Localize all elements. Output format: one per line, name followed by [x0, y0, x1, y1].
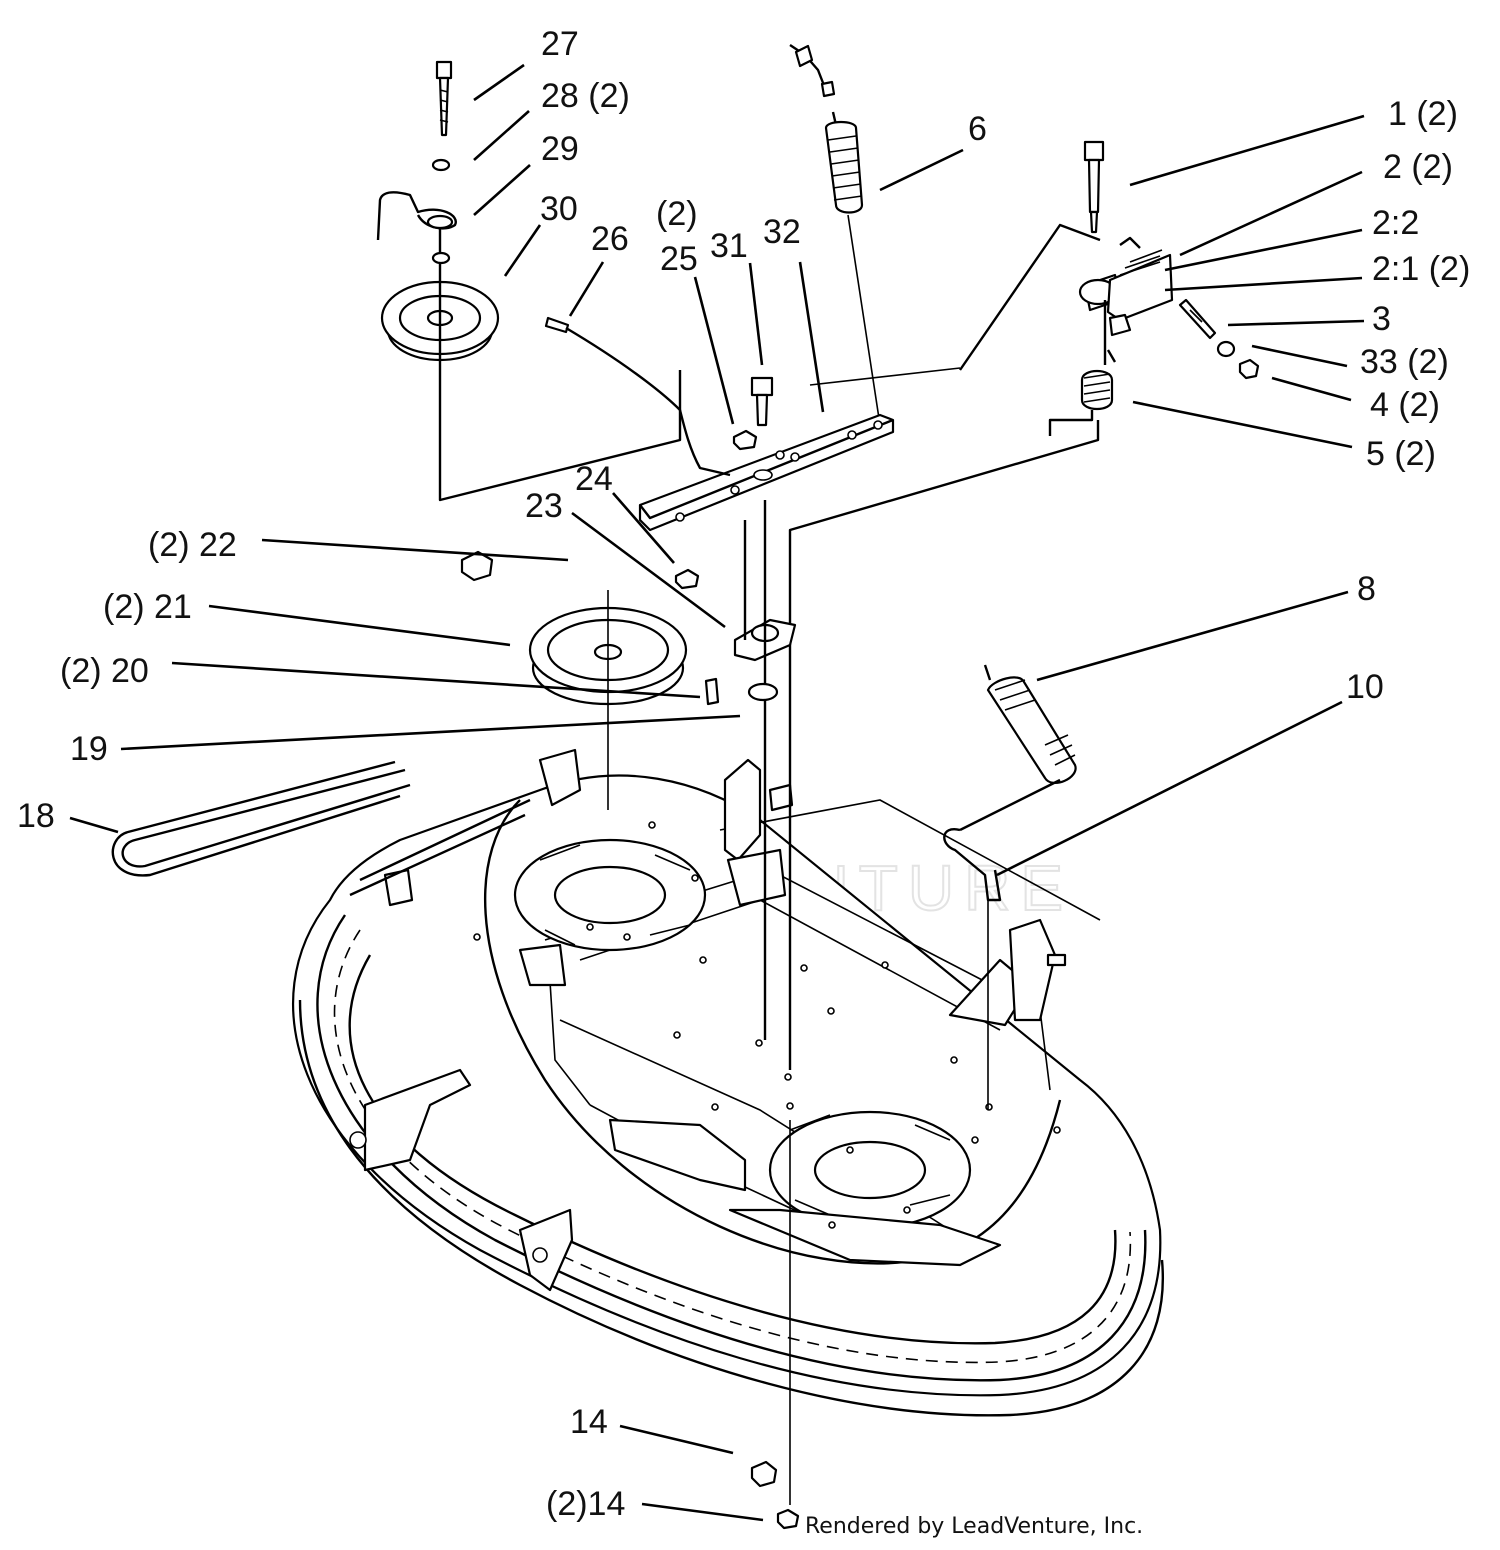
callout-5: 5 (2)	[1366, 435, 1436, 473]
callout-27: 27	[541, 25, 579, 63]
callout-3: 3	[1372, 300, 1391, 338]
callout-2-2: 2:2	[1372, 204, 1419, 242]
callout-19: 19	[70, 730, 108, 768]
washer-33	[1216, 340, 1236, 358]
callout-4: 4 (2)	[1370, 386, 1440, 424]
callout-20: (2) 20	[60, 652, 149, 690]
callout-1: 1 (2)	[1388, 95, 1458, 133]
callout-23: 23	[525, 487, 563, 525]
spring-8	[959, 664, 1077, 832]
callouts: 27 28 (2) 29 30 26 (2) 25 31 32 6 1 (2) …	[17, 25, 1470, 1523]
nut-24	[674, 568, 700, 590]
callout-2: 2 (2)	[1383, 148, 1453, 186]
bearing-23	[733, 500, 797, 1040]
callout-21: (2) 21	[103, 588, 192, 626]
callout-33: 33 (2)	[1360, 343, 1449, 381]
idler-pulley	[380, 220, 682, 502]
washer-19	[747, 682, 779, 702]
pulley-21	[528, 590, 688, 810]
bolt-1	[1083, 140, 1105, 234]
nut-14b	[776, 1508, 800, 1530]
callout-32: 32	[763, 213, 801, 251]
credit-text: Rendered by LeadVenture, Inc.	[805, 1514, 1143, 1539]
callout-2-1: 2:1 (2)	[1372, 250, 1470, 288]
callout-18: 18	[17, 797, 55, 835]
callout-8: 8	[1357, 570, 1376, 608]
nut-14	[750, 1460, 778, 1488]
idler-arm	[376, 191, 457, 241]
callout-29: 29	[541, 130, 579, 168]
nut-22	[460, 550, 494, 582]
bracket-32	[638, 367, 961, 532]
callout-24: 24	[575, 460, 613, 498]
bracket-2	[959, 223, 1174, 371]
bolt-31	[750, 376, 774, 427]
callout-31: 31	[710, 227, 748, 265]
callout-14b: (2)14	[546, 1485, 625, 1523]
washer-28	[431, 158, 451, 172]
spring-6	[789, 44, 881, 426]
bolt-20	[704, 677, 720, 706]
spring-5	[788, 349, 1117, 1070]
callout-2-paren: (2)	[656, 195, 698, 233]
leader-lines	[69, 63, 1365, 1522]
callout-26: 26	[591, 220, 629, 258]
callout-6: 6	[968, 110, 987, 148]
cable-26	[544, 316, 731, 477]
pin-3	[1178, 298, 1217, 340]
nut-25	[732, 429, 758, 451]
hook-10	[943, 828, 1002, 902]
callout-22: (2) 22	[148, 526, 237, 564]
callout-25: 25	[660, 240, 698, 278]
callout-28: 28 (2)	[541, 77, 630, 115]
mower-deck	[291, 748, 1165, 1417]
nut-4	[1238, 358, 1260, 380]
washer-28b	[431, 251, 451, 265]
callout-30: 30	[540, 190, 578, 228]
bolt-27	[435, 60, 453, 137]
belt	[111, 760, 411, 877]
callout-14: 14	[570, 1403, 608, 1441]
callout-10: 10	[1346, 668, 1384, 706]
